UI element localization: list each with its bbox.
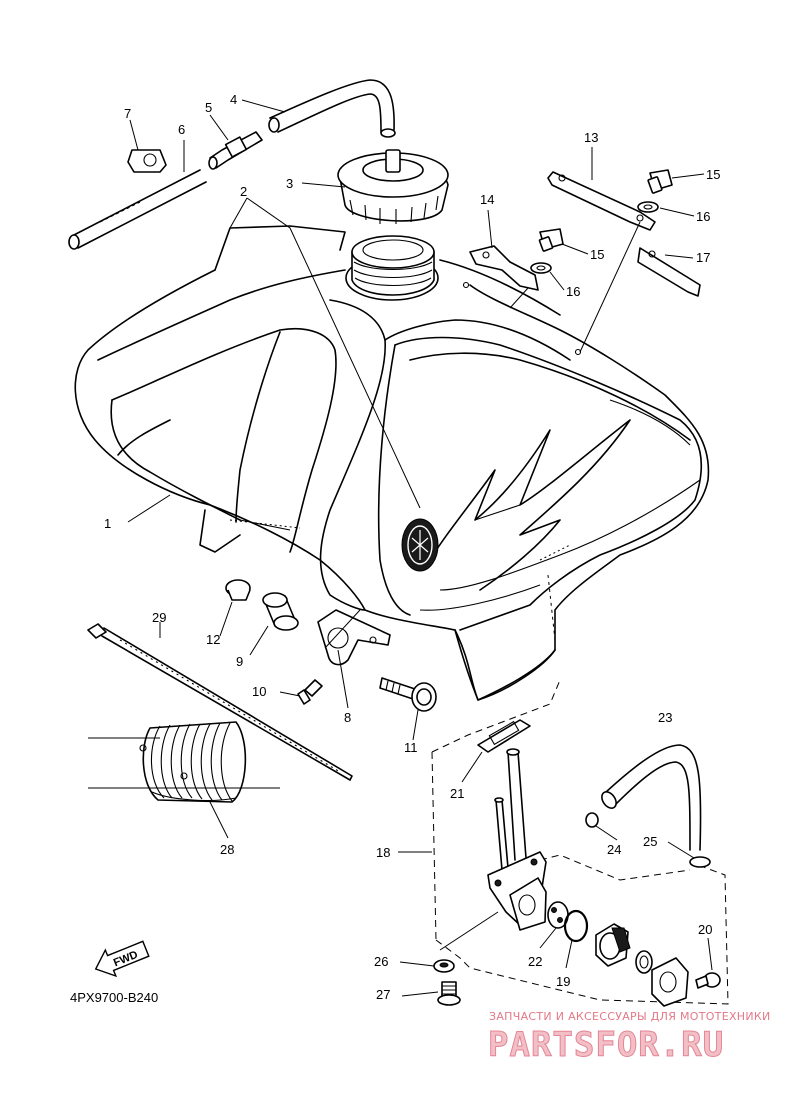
label-part-16-b: 16 <box>566 284 580 299</box>
label-part-29: 29 <box>152 610 166 625</box>
bracket-part-17 <box>637 247 701 297</box>
label-part-1: 1 <box>104 516 111 531</box>
label-part-16-a: 16 <box>696 209 710 224</box>
label-part-12: 12 <box>206 632 220 647</box>
stay-part <box>317 609 391 666</box>
label-part-11: 11 <box>404 740 418 755</box>
bolt-part-11 <box>379 677 437 712</box>
label-part-9: 9 <box>236 654 243 669</box>
screw-part-20 <box>695 972 721 989</box>
diagram-code: 4PX9700-B240 <box>70 990 158 1005</box>
label-part-2: 2 <box>240 184 247 199</box>
bracket-part-14 <box>469 245 539 291</box>
clip-part-25 <box>689 856 711 868</box>
gasket-part-21 <box>477 719 531 753</box>
label-part-21: 21 <box>450 786 464 801</box>
label-part-27: 27 <box>376 987 390 1002</box>
bolt-part-15-b <box>538 228 564 252</box>
protector-part <box>88 721 280 803</box>
label-part-7: 7 <box>124 106 131 121</box>
watermark: ЗАПЧАСТИ И АКСЕССУАРЫ ДЛЯ МОТОТЕХНИКИ PA… <box>488 1010 771 1066</box>
label-part-8: 8 <box>344 710 351 725</box>
label-part-19: 19 <box>556 974 570 989</box>
label-part-3: 3 <box>286 176 293 191</box>
bolt-part-27 <box>437 981 461 1006</box>
packing-part <box>547 901 569 929</box>
label-part-20: 20 <box>698 922 712 937</box>
collar-part <box>225 579 251 601</box>
fuel-cock-assy-group <box>431 679 729 1005</box>
label-part-22: 22 <box>528 954 542 969</box>
label-part-13: 13 <box>584 130 598 145</box>
label-part-25: 25 <box>643 834 657 849</box>
label-part-4: 4 <box>230 92 237 107</box>
hose-joint-part <box>208 131 263 170</box>
label-part-23: 23 <box>658 710 672 725</box>
part-number-labels: 1 2 3 4 5 6 7 8 9 10 11 12 13 14 15 15 1… <box>104 92 720 1002</box>
hose-part-6 <box>68 169 207 250</box>
clip-part <box>127 149 167 173</box>
clip-part-24 <box>585 812 599 828</box>
o-ring-part <box>563 909 589 943</box>
label-part-6: 6 <box>178 122 185 137</box>
breather-hose-part <box>268 79 396 138</box>
label-part-28: 28 <box>220 842 234 857</box>
forward-arrow-icon: FWD <box>94 940 150 978</box>
lever-part <box>595 923 631 967</box>
label-part-18: 18 <box>376 845 390 860</box>
label-part-17: 17 <box>696 250 710 265</box>
wave-washer-part <box>635 950 653 974</box>
watermark-tagline: ЗАПЧАСТИ И АКСЕССУАРЫ ДЛЯ МОТОТЕХНИКИ <box>489 1010 771 1023</box>
band-part <box>87 623 353 781</box>
label-part-26: 26 <box>374 954 388 969</box>
washer-part-16-b <box>530 262 552 274</box>
watermark-brand: PARTSFOR.RU <box>488 1025 724 1065</box>
label-part-24: 24 <box>607 842 621 857</box>
plate-part <box>651 957 689 1007</box>
label-part-15-a: 15 <box>706 167 720 182</box>
fuel-cap-part <box>337 149 449 224</box>
leader-lines <box>127 99 713 997</box>
washer-part-26 <box>433 959 455 973</box>
washer-part-16-a <box>637 201 659 213</box>
bracket-part-13 <box>547 171 656 231</box>
label-part-14: 14 <box>480 192 494 207</box>
bolt-part-10 <box>297 679 323 705</box>
bolt-part-15-a <box>647 169 673 194</box>
filler-neck <box>345 235 439 301</box>
fuel-hose-part <box>601 744 702 851</box>
label-part-10: 10 <box>252 684 266 699</box>
label-part-5: 5 <box>205 100 212 115</box>
damper-part <box>262 592 299 631</box>
label-part-15-b: 15 <box>590 247 604 262</box>
fuel-tank-part <box>74 225 710 701</box>
fuel-cock-part <box>487 748 547 931</box>
